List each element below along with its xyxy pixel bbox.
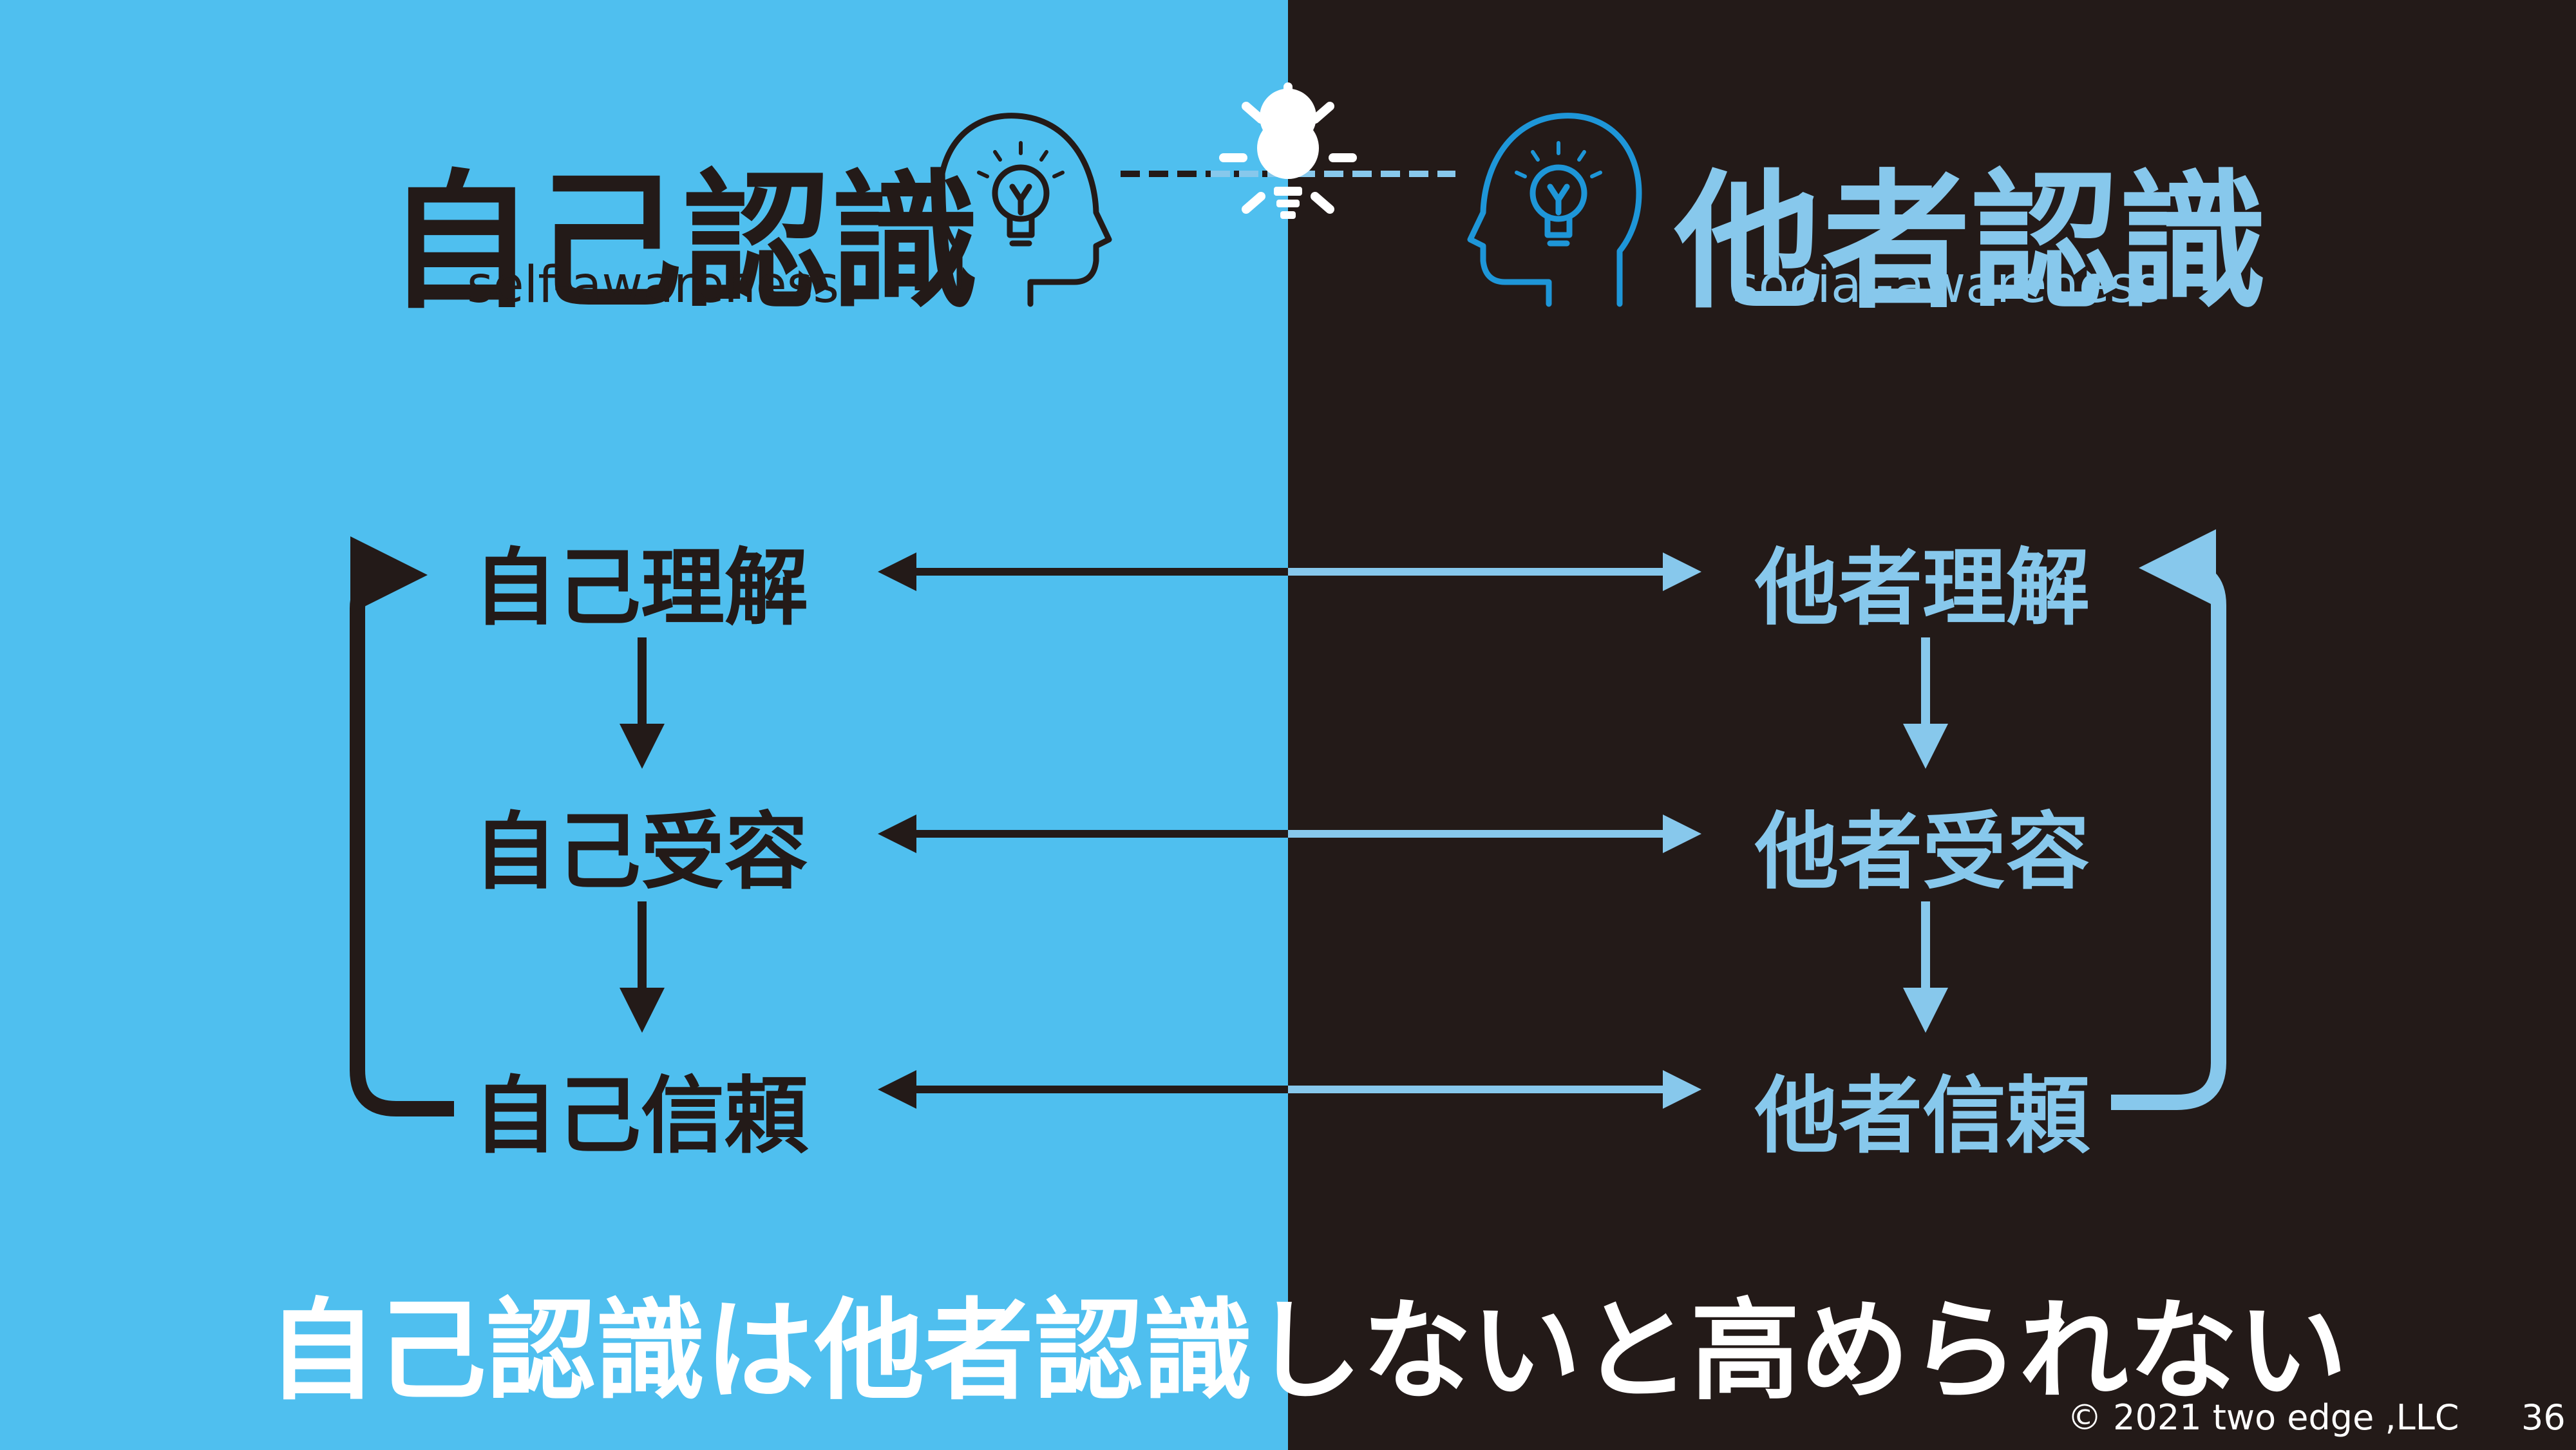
key-message: 自己認識は他者認識しないと高められない — [267, 1288, 2348, 1415]
node-self-acceptance: 自己受容 — [473, 803, 809, 901]
node-self-understanding: 自己理解 — [473, 539, 809, 637]
feedback-loop-right — [2111, 529, 2226, 1110]
copyright: © 2021 two edge ,LLC — [2067, 1397, 2459, 1438]
right-title: 他者認識 — [1674, 157, 2268, 329]
node-other-acceptance: 他者受容 — [1755, 803, 2090, 901]
head-lightbulb-icon — [937, 113, 1112, 307]
page-number: 36 — [2521, 1397, 2566, 1438]
node-self-trust: 自己信頼 — [473, 1067, 809, 1165]
node-other-trust: 他者信頼 — [1755, 1067, 2090, 1165]
left-title: 自己認識 — [386, 157, 980, 329]
left-subtitle: self-awareness — [467, 256, 840, 314]
right-subtitle: social-awareness — [1732, 256, 2162, 314]
feedback-loop-left — [350, 536, 454, 1116]
node-other-understanding: 他者理解 — [1755, 539, 2090, 637]
head-lightbulb-icon — [1467, 113, 1642, 307]
lightbulb-icon — [1219, 82, 1357, 219]
